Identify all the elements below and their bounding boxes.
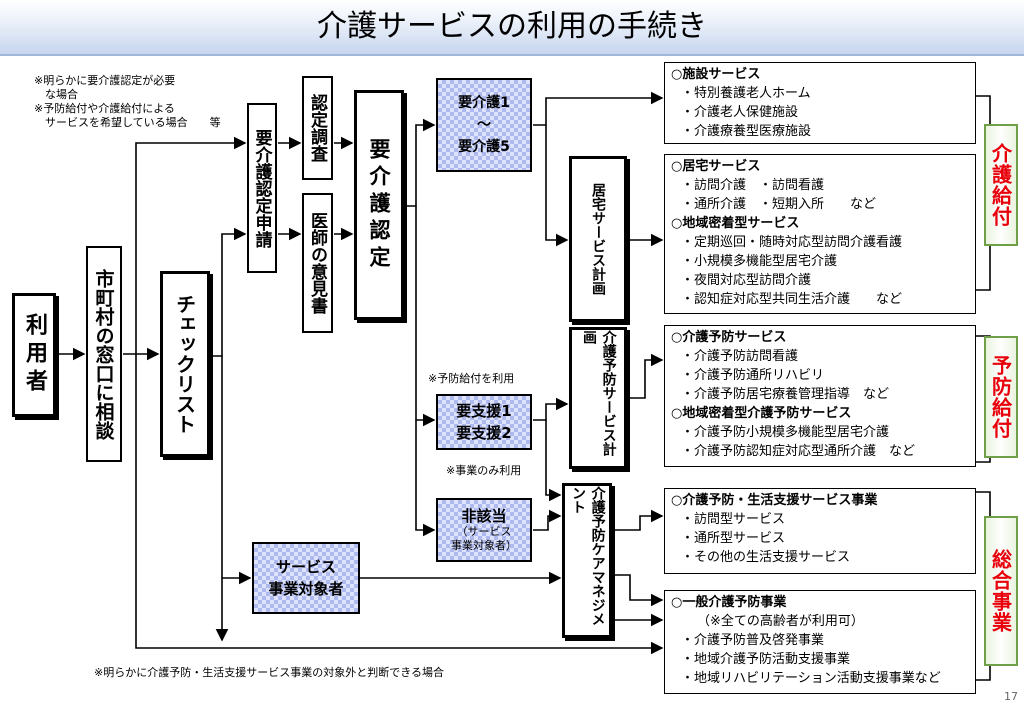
chousa-box: 認定調査 — [302, 76, 333, 180]
ippan-note: （※全ての高齢者が利用可） — [697, 614, 864, 629]
chiiki-yobou-head: ○地域密着型介護予防サービス — [671, 406, 852, 421]
yobou-kyufu-label: 予防給付 — [984, 336, 1018, 458]
yokaigo-label-1: 要介護1 — [458, 95, 510, 111]
yobou-head: ○介護予防サービス — [671, 330, 787, 345]
nintei-box: 要介護認定 — [354, 90, 404, 320]
yoshien-box: 要支援1 要支援2 — [436, 394, 532, 450]
shinsei-box: 要介護認定申請 — [247, 103, 277, 273]
ippan-item: ・介護予防普及啓発事業 — [681, 633, 825, 648]
chiiki-head: ○地域密着型サービス — [671, 216, 800, 231]
higaitou-sub-2: 事業対象者） — [451, 539, 517, 552]
kaigo-kyufu-label: 介護給付 — [984, 124, 1018, 246]
yokaigo-label-tilde: 〜 — [477, 117, 491, 133]
ippan-item: ・地域リハビリテーション活動支援事業など — [681, 671, 941, 686]
yoshien-label-2: 要支援2 — [456, 424, 512, 442]
seikatsu-item: ・通所型サービス — [681, 531, 786, 546]
chiiki-item: ・定期巡回・随時対応型訪問介護看護 — [681, 235, 903, 250]
note-jigyou-nomi: ※事業のみ利用 — [446, 464, 522, 477]
checklist-box: チェックリスト — [160, 271, 210, 457]
yobou-plan-box: 介護予防サービス計画 — [569, 327, 627, 469]
yobou-item: ・介護予防訪問看護 — [681, 349, 799, 364]
page-number: 17 — [1004, 690, 1018, 703]
shisetsu-item: ・介護療養型医療施設 — [681, 124, 812, 139]
yokaigo-box: 要介護1 〜 要介護5 — [436, 78, 532, 172]
ippan-item: ・地域介護予防活動支援事業 — [681, 652, 851, 667]
chiiki-item: ・夜間対応型訪問介護 — [681, 273, 812, 288]
higaitou-box: 非該当 （サービス 事業対象者） — [436, 498, 532, 562]
kyotaku-head: ○居宅サービス — [671, 159, 761, 174]
ippan-service-box: ○一般介護予防事業 （※全ての高齢者が利用可） ・介護予防普及啓発事業 ・地域介… — [664, 590, 976, 694]
jigyou-taisho-box: サービス 事業対象者 — [252, 542, 360, 614]
higaitou-label: 非該当 — [461, 507, 507, 525]
madoguchi-box: 市町村の窓口に相談 — [86, 246, 122, 462]
shisetsu-item: ・特別養護老人ホーム — [681, 86, 811, 101]
seikatsu-head: ○介護予防・生活支援サービス事業 — [671, 493, 878, 508]
page-title: 介護サービスの利用の手続き — [0, 0, 1024, 56]
seikatsu-item: ・その他の生活支援サービス — [681, 550, 851, 565]
chiiki-item: ・小規模多機能型居宅介護 — [681, 254, 838, 269]
ishi-box: 医師の意見書 — [302, 193, 333, 333]
yoshien-label-1: 要支援1 — [456, 402, 512, 420]
chiiki-yobou-item: ・介護予防認知症対応型通所介護 など — [681, 444, 916, 459]
shisetsu-item: ・介護老人保健施設 — [681, 105, 799, 120]
seikatsu-item: ・訪問型サービス — [681, 512, 786, 527]
note-taishougai: ※明らかに介護予防・生活支援サービス事業の対象外と判断できる場合 — [94, 666, 444, 679]
shisetsu-head: ○施設サービス — [671, 67, 761, 82]
higaitou-sub-1: （サービス — [456, 525, 512, 538]
chiiki-item: ・認知症対応型共同生活介護 など — [681, 292, 903, 307]
kyotaku-plan-box: 居宅サービス計画 — [569, 156, 627, 322]
kyotaku-service-box: ○居宅サービス ・訪問介護 ・訪問看護 ・通所介護 ・短期入所 など ○地域密着… — [664, 154, 976, 314]
yobou-item: ・介護予防通所リハビリ — [681, 368, 825, 383]
kyotaku-item: ・通所介護 ・短期入所 など — [681, 197, 877, 212]
note-nintei-condition: ※明らかに要介護認定が必要 な場合 ※予防給付や介護給付による サービスを希望し… — [34, 74, 221, 129]
shisetsu-service-box: ○施設サービス ・特別養護老人ホーム ・介護老人保健施設 ・介護療養型医療施設 — [664, 62, 976, 144]
riyousha-box: 利用者 — [12, 293, 56, 417]
kyotaku-item: ・訪問介護 ・訪問看護 — [681, 178, 825, 193]
chiiki-yobou-item: ・介護予防小規模多機能型居宅介護 — [681, 425, 890, 440]
yobou-service-box: ○介護予防サービス ・介護予防訪問看護 ・介護予防通所リハビリ ・介護予防居宅療… — [664, 325, 976, 467]
seikatsu-service-box: ○介護予防・生活支援サービス事業 ・訪問型サービス ・通所型サービス ・その他の… — [664, 488, 976, 574]
note-yobou-riyou: ※予防給付を利用 — [428, 372, 515, 385]
sougou-jigyou-label: 総合事業 — [984, 516, 1018, 666]
yokaigo-label-5: 要介護5 — [458, 139, 510, 155]
jigyou-taisho-label-1: サービス — [275, 558, 336, 576]
jigyou-taisho-label-2: 事業対象者 — [268, 580, 344, 598]
care-management-box: 介護予防ケアマネジメント — [562, 483, 612, 638]
yobou-item: ・介護予防居宅療養管理指導 など — [681, 387, 890, 402]
ippan-head: ○一般介護予防事業 — [671, 595, 787, 610]
